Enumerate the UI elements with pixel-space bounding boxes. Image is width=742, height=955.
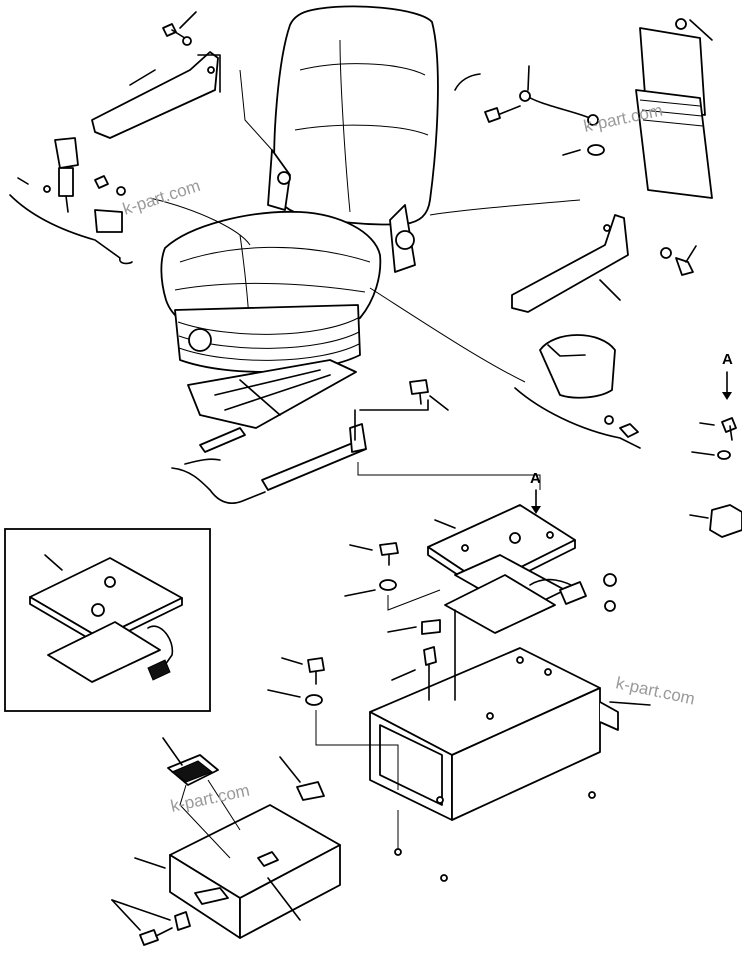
tray-screws: [111, 877, 301, 946]
rubber-block: [689, 504, 742, 538]
right-armrest-bolt: [660, 245, 697, 276]
left-armrest-bolt: [162, 11, 197, 46]
seat-base-box: [369, 647, 651, 821]
view-a-indicator: A: [722, 351, 733, 400]
operator-seat: [160, 5, 439, 429]
document-holder: [635, 18, 713, 199]
seat-belt-buckle: [9, 137, 133, 265]
watermark-1: k-part.com: [120, 176, 202, 219]
slide-rails: [171, 399, 429, 504]
headrest-cable: [454, 65, 605, 156]
storage-tray: [134, 804, 341, 939]
rubber-pad: [162, 737, 241, 859]
fastener-set-right: [691, 417, 737, 460]
seat-backrest: [273, 5, 439, 226]
watermark-4: k-part.com: [169, 781, 251, 816]
swivel-plate: A: [427, 470, 617, 634]
base-bolts: [267, 609, 596, 882]
plate-bolts-left: [344, 542, 441, 611]
right-armrest: [511, 214, 629, 313]
small-spacer: [279, 756, 325, 801]
rail-bolt: [409, 379, 449, 411]
view-a-label-top: A: [722, 351, 733, 368]
side-clip: [514, 334, 641, 449]
view-a-label-plate: A: [530, 470, 541, 487]
left-armrest: [91, 51, 221, 139]
detail-inset: [4, 528, 211, 712]
